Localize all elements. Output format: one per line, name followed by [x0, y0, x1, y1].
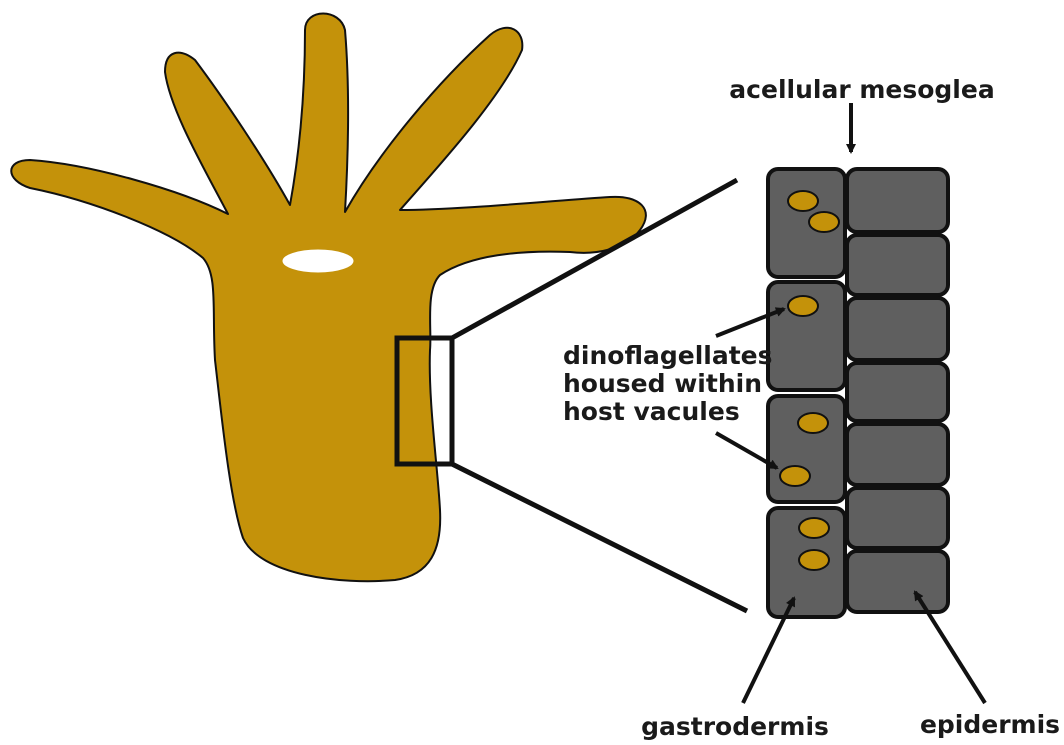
dinoflagellate — [788, 296, 818, 316]
mesoglea-label: acellular mesoglea — [729, 75, 994, 104]
gastrodermis-cells — [768, 169, 845, 617]
epidermis-cell — [847, 424, 948, 485]
dinoflagellate — [788, 191, 818, 211]
dinoflagellates-label-line1: dinoflagellates — [563, 341, 773, 370]
epidermis-cell — [847, 363, 948, 421]
epidermis-label: epidermis — [920, 710, 1060, 739]
epidermis-cells — [847, 169, 948, 612]
dinoflagellate — [809, 212, 839, 232]
epidermis-arrow — [915, 592, 985, 703]
mouth-opening — [282, 249, 354, 273]
dinoflagellate — [780, 466, 810, 486]
zoom-line-bottom — [452, 464, 747, 611]
epidermis-cell — [847, 298, 948, 360]
dinoflagellates-label-line3: host vacules — [563, 397, 740, 426]
gastrodermis-label: gastrodermis — [641, 712, 829, 741]
dinoflagellates-label-line2: housed within — [563, 369, 762, 398]
polyp-body — [11, 14, 646, 582]
dinoflagellate — [798, 413, 828, 433]
epidermis-cell — [847, 235, 948, 295]
dinoflagellate — [799, 550, 829, 570]
dinoflagellate — [799, 518, 829, 538]
epidermis-cell — [847, 488, 948, 548]
epidermis-cell — [847, 169, 948, 232]
gastrodermis-cell — [768, 396, 845, 502]
epidermis-cell — [847, 551, 948, 612]
